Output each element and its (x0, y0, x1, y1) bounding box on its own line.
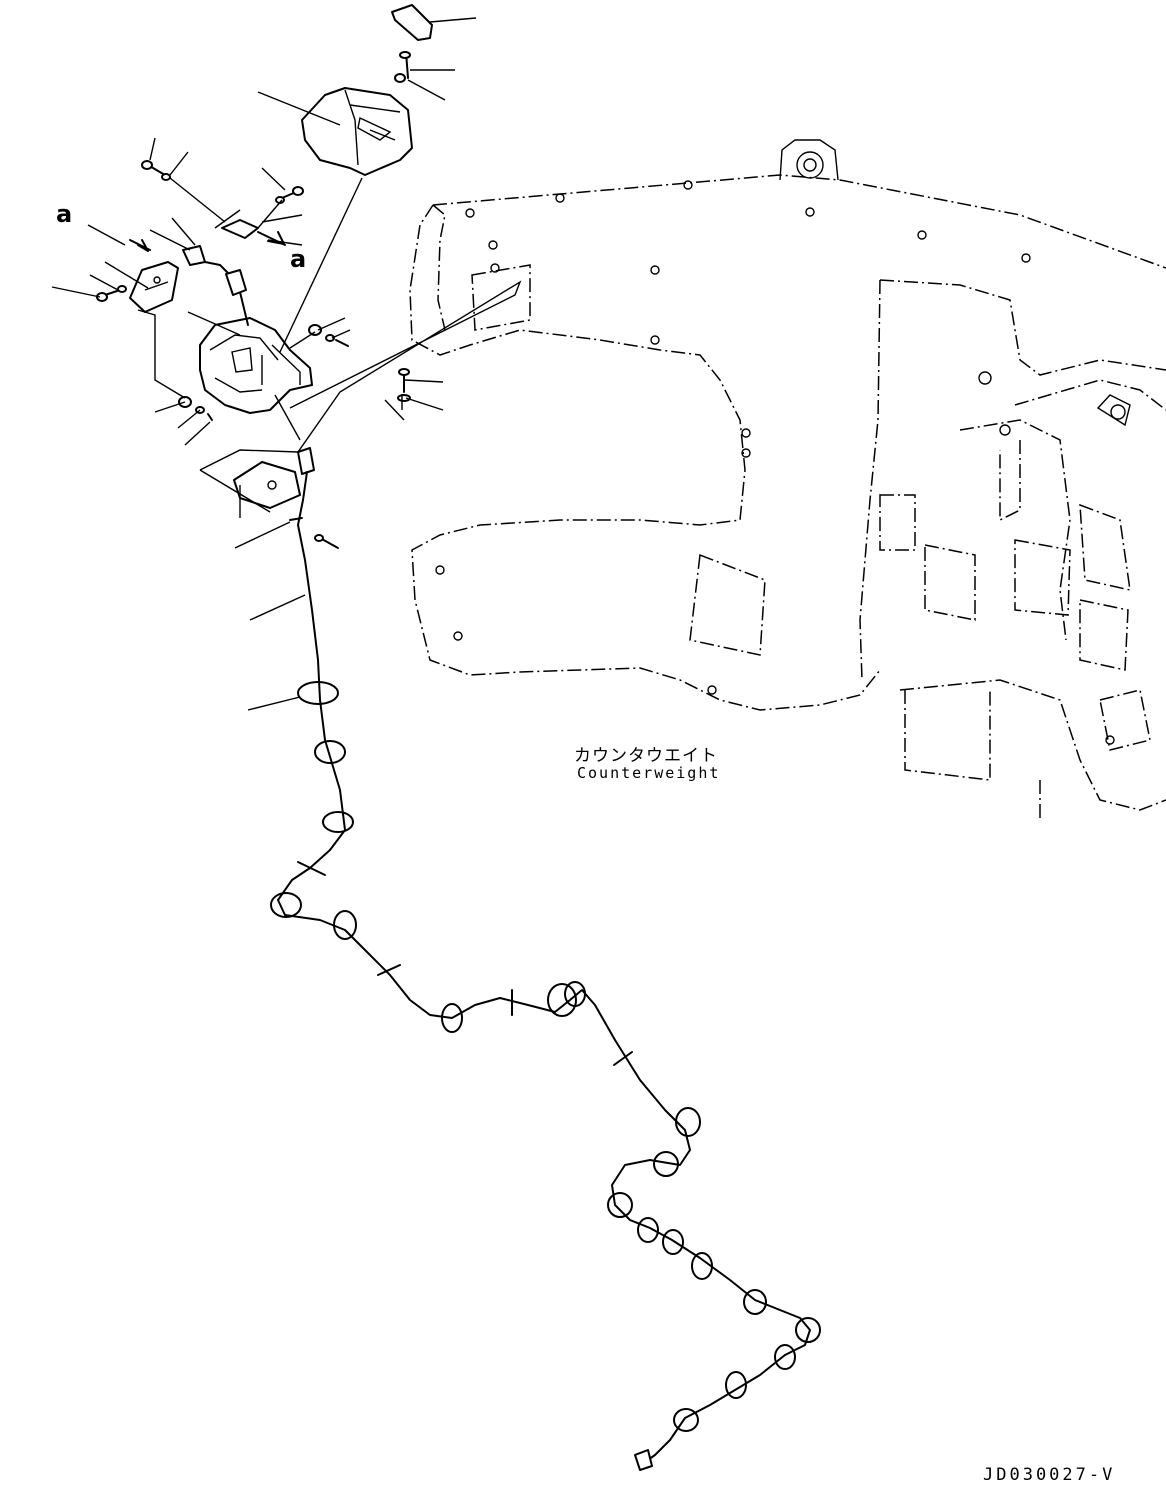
clip-plate (221, 219, 259, 239)
mounting-plate (129, 261, 179, 313)
camera-cover (301, 87, 413, 176)
camera-bracket (199, 317, 313, 414)
counterweight-outline (409, 139, 1166, 820)
leader-lines (51, 17, 477, 711)
assembly-lines (129, 177, 522, 513)
callout-a-right: a (290, 245, 307, 273)
counterweight-label-english: Counterweight (577, 764, 721, 782)
drawing-code: JD030027-V (983, 1465, 1116, 1485)
sun-visor (391, 4, 433, 41)
callout-a-top: a (56, 200, 73, 228)
camera-cable (182, 245, 821, 1471)
counterweight-label-japanese: カウンタウエイト (574, 746, 718, 766)
fasteners (96, 51, 411, 549)
harness-bracket (233, 461, 301, 518)
